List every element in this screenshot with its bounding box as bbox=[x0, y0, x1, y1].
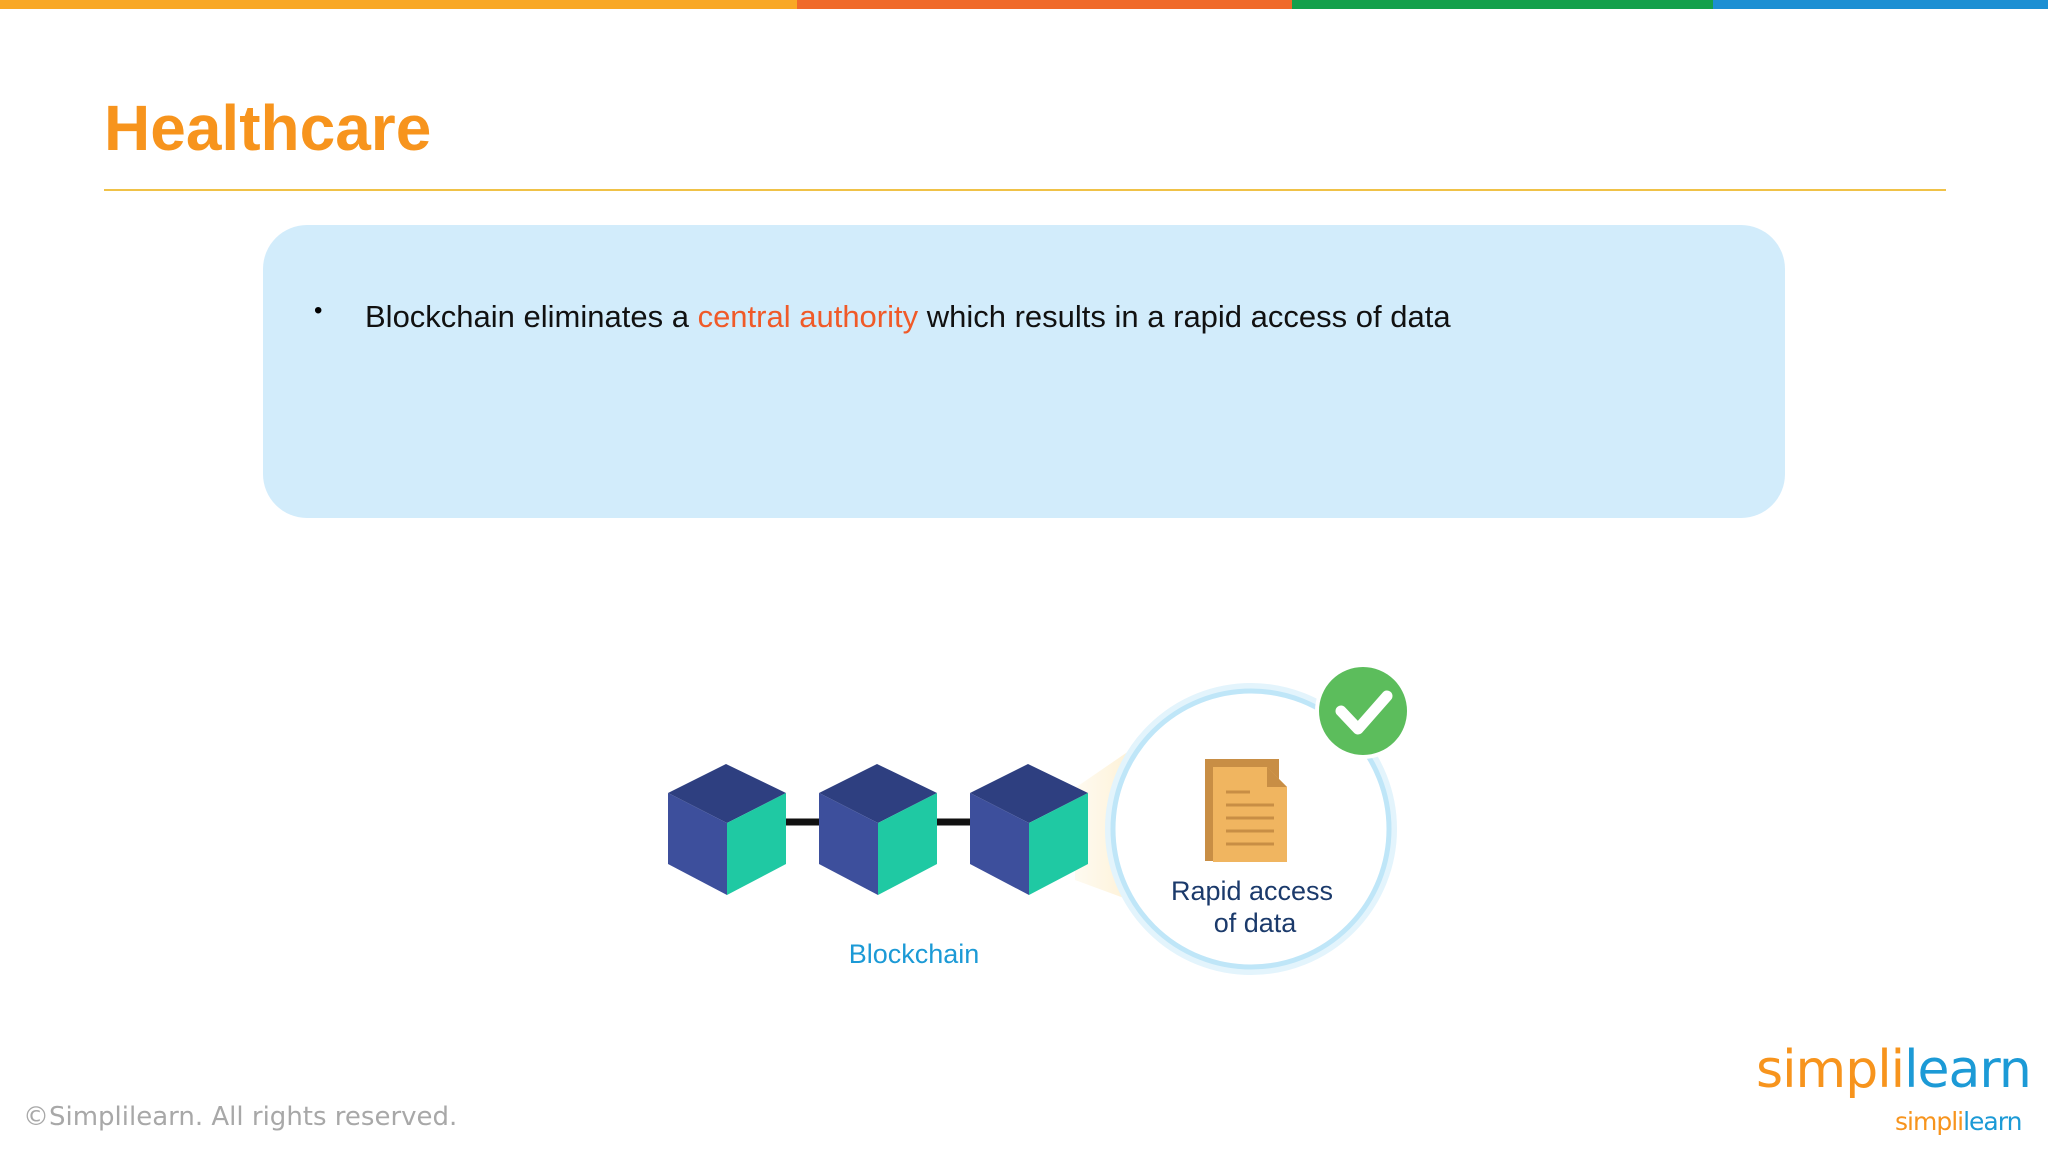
logo-part1: simpl bbox=[1756, 1040, 1892, 1100]
blockchain-label: Blockchain bbox=[849, 939, 980, 969]
top-bar-segment-green bbox=[1292, 0, 1713, 9]
logo-small-separator: i bbox=[1957, 1107, 1964, 1136]
result-label-line2: of data bbox=[1214, 908, 1298, 938]
result-label-line1: Rapid access bbox=[1171, 876, 1333, 906]
result-circle-glow bbox=[1105, 683, 1397, 975]
top-bar-segment-orange bbox=[797, 0, 1292, 9]
copyright-footer: ©Simplilearn. All rights reserved. bbox=[23, 1102, 458, 1132]
bullet-marker: • bbox=[314, 297, 323, 324]
top-bar-segment-yellow bbox=[0, 0, 797, 9]
block-cube-3 bbox=[970, 764, 1088, 895]
simplilearn-logo: simplilearn bbox=[1756, 1040, 2032, 1100]
block-cube-1 bbox=[668, 764, 786, 895]
bullet-text-before: Blockchain eliminates a bbox=[365, 299, 698, 334]
bullet-text: Blockchain eliminates a central authorit… bbox=[365, 297, 1451, 337]
logo-part2: learn bbox=[1904, 1040, 2032, 1100]
logo-small-part2: learn bbox=[1963, 1107, 2022, 1136]
bullet-highlight: central authority bbox=[697, 299, 919, 334]
simplilearn-logo-small: simplilearn bbox=[1895, 1107, 2022, 1136]
top-bar-segment-blue bbox=[1713, 0, 2048, 9]
check-badge-icon bbox=[1315, 663, 1411, 759]
top-color-bar bbox=[0, 0, 2048, 9]
logo-small-part1: simpl bbox=[1895, 1107, 1958, 1136]
bullet-text-after: which results in a rapid access of data bbox=[918, 299, 1451, 334]
slide-title: Healthcare bbox=[104, 92, 432, 164]
block-cube-2 bbox=[819, 764, 937, 895]
document-icon bbox=[1205, 759, 1287, 862]
title-divider bbox=[104, 189, 1946, 191]
bullet-panel: • Blockchain eliminates a central author… bbox=[263, 225, 1785, 518]
logo-separator: i bbox=[1890, 1040, 1905, 1100]
